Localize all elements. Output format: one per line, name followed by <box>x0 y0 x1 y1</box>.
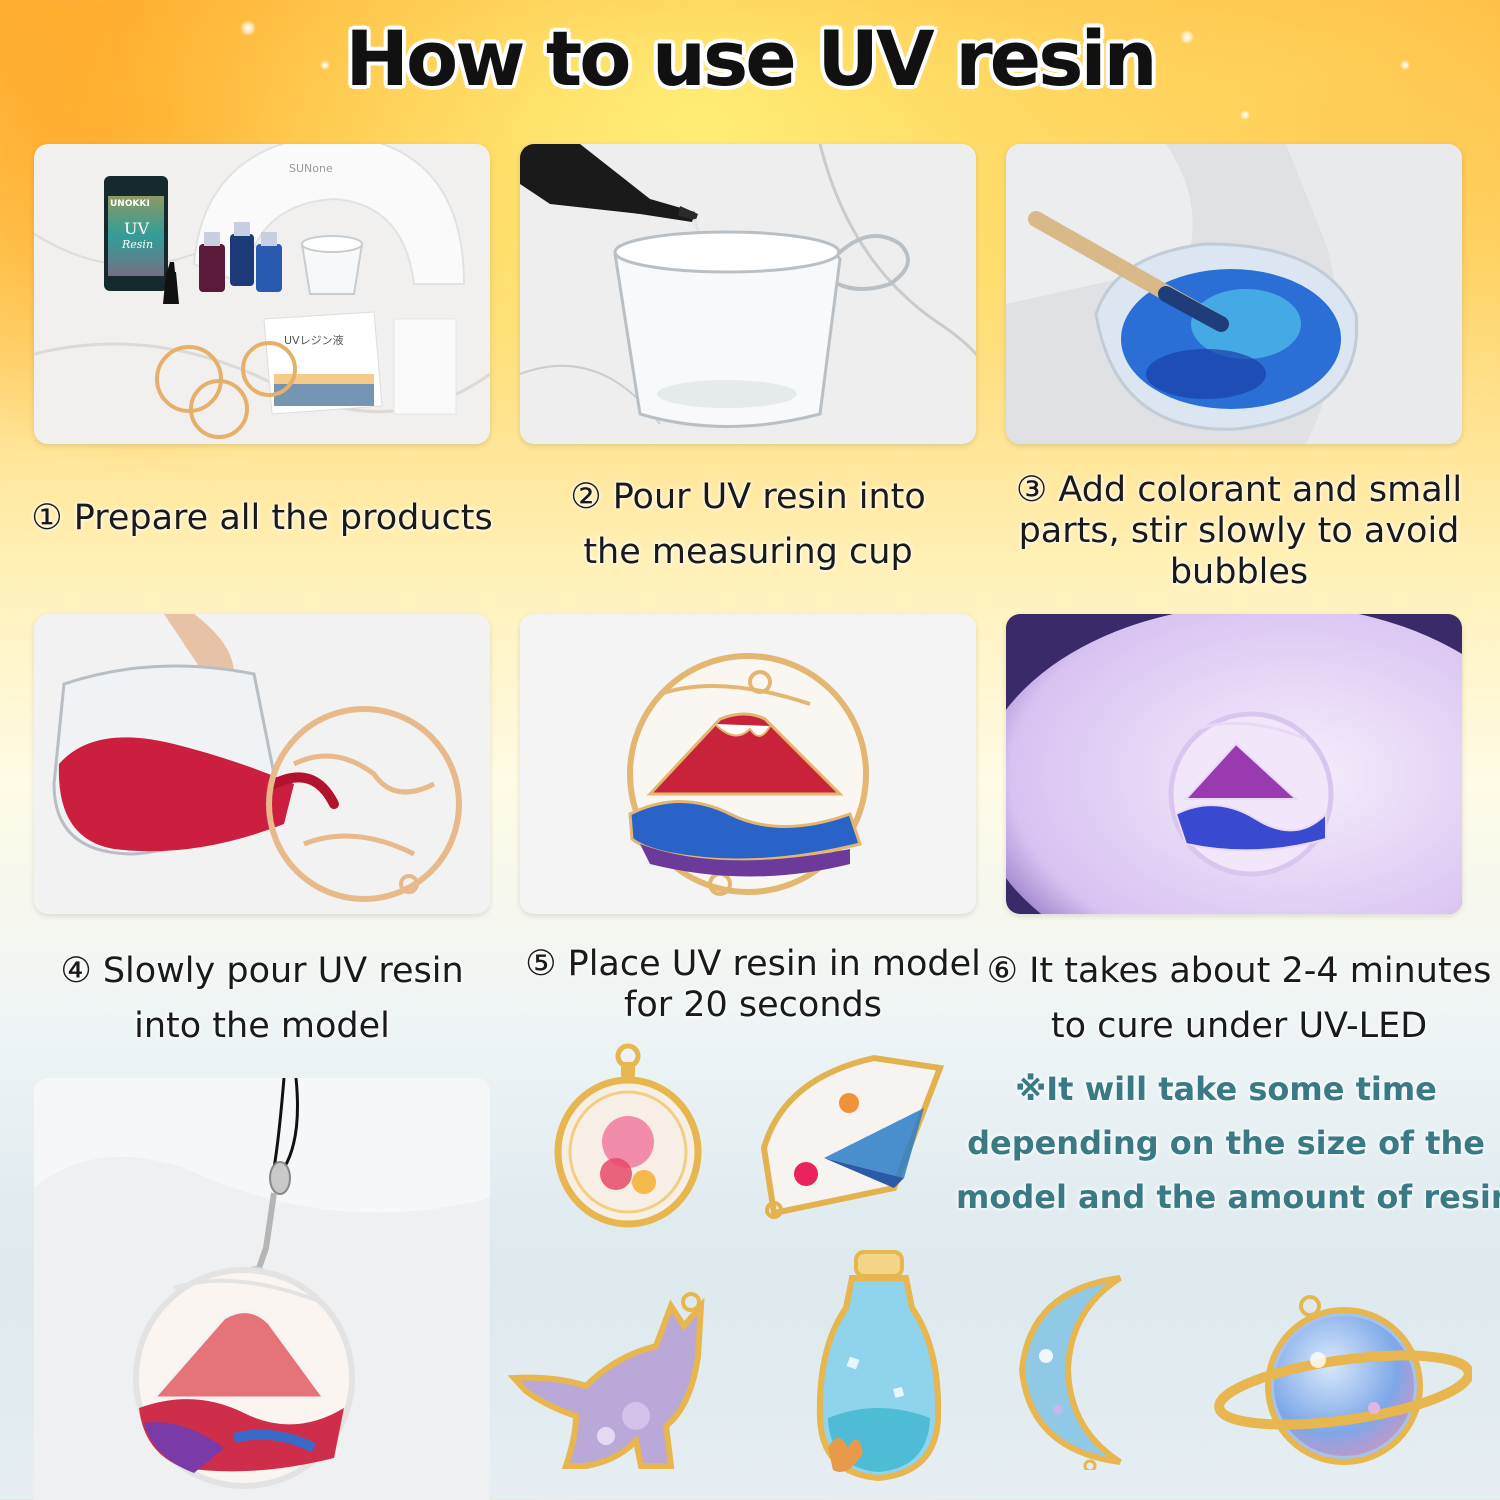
manual-title-text: UVレジン液 <box>284 333 344 347</box>
note-line: ※It will take some time <box>1015 1070 1437 1108</box>
step-3-caption-line: bubbles <box>1169 552 1309 592</box>
step-6-caption-line: to cure under UV-LED <box>1050 1006 1428 1046</box>
folding-fan-charm <box>754 1048 950 1220</box>
bottle-charm <box>808 1248 948 1484</box>
step-6-caption-line: ⑥ It takes about 2-4 minutes <box>986 951 1492 991</box>
lamp-brand-text: SUNone <box>289 162 333 175</box>
step-5-caption-line: for 20 seconds <box>624 985 882 1025</box>
pocket-watch-charm <box>548 1042 706 1228</box>
step-3-caption-line: ③ Add colorant and small <box>1015 470 1463 510</box>
step-2-caption-line: ② Pour UV resin into <box>570 477 926 517</box>
step-4-caption-line: into the model <box>134 1006 390 1046</box>
step-4-photo <box>34 614 490 914</box>
planet-charm <box>1214 1290 1472 1472</box>
step-6-caption: ⑥ It takes about 2-4 minutes to cure und… <box>984 944 1494 1054</box>
step-1-photo: SUNone UNOKKI UV Resin UVレジン液 <box>34 144 490 444</box>
cat-charm <box>506 1286 712 1474</box>
note-line: depending on the size of the <box>967 1124 1485 1162</box>
step-2-photo <box>520 144 976 444</box>
curing-time-note: ※It will take some time depending on the… <box>956 1062 1500 1224</box>
finished-keychain-photo <box>34 1078 490 1500</box>
step-3-photo <box>1006 144 1462 444</box>
step-6-photo <box>1006 614 1462 914</box>
step-3-caption-line: parts, stir slowly to avoid <box>1018 511 1460 551</box>
bottle-brand-text: UNOKKI <box>110 199 150 209</box>
step-1-caption-line: ① Prepare all the products <box>31 498 493 538</box>
sparkle-decoration <box>240 20 256 36</box>
step-3-caption: ③ Add colorant and small parts, stir slo… <box>996 470 1482 593</box>
step-5-caption-line: ⑤ Place UV resin in model <box>525 944 981 984</box>
step-2-caption-line: the measuring cup <box>583 532 913 572</box>
bottle-label-resin: Resin <box>121 238 153 251</box>
sparkle-decoration <box>1400 60 1410 70</box>
note-line: model and the amount of resin <box>956 1178 1500 1216</box>
crescent-moon-charm <box>1010 1270 1144 1470</box>
step-1-caption: ① Prepare all the products <box>20 498 504 539</box>
step-2-caption: ② Pour UV resin into the measuring cup <box>510 470 986 580</box>
bottle-label-uv: UV <box>124 219 149 238</box>
step-5-caption: ⑤ Place UV resin in model for 20 seconds <box>508 944 998 1026</box>
step-5-photo <box>520 614 976 914</box>
sparkle-decoration <box>320 60 330 70</box>
sparkle-decoration <box>1240 110 1250 120</box>
page-title: How to use UV resin <box>345 14 1157 103</box>
step-4-caption: ④ Slowly pour UV resin into the model <box>20 944 504 1054</box>
step-4-caption-line: ④ Slowly pour UV resin <box>60 951 464 991</box>
sparkle-decoration <box>1180 30 1194 44</box>
